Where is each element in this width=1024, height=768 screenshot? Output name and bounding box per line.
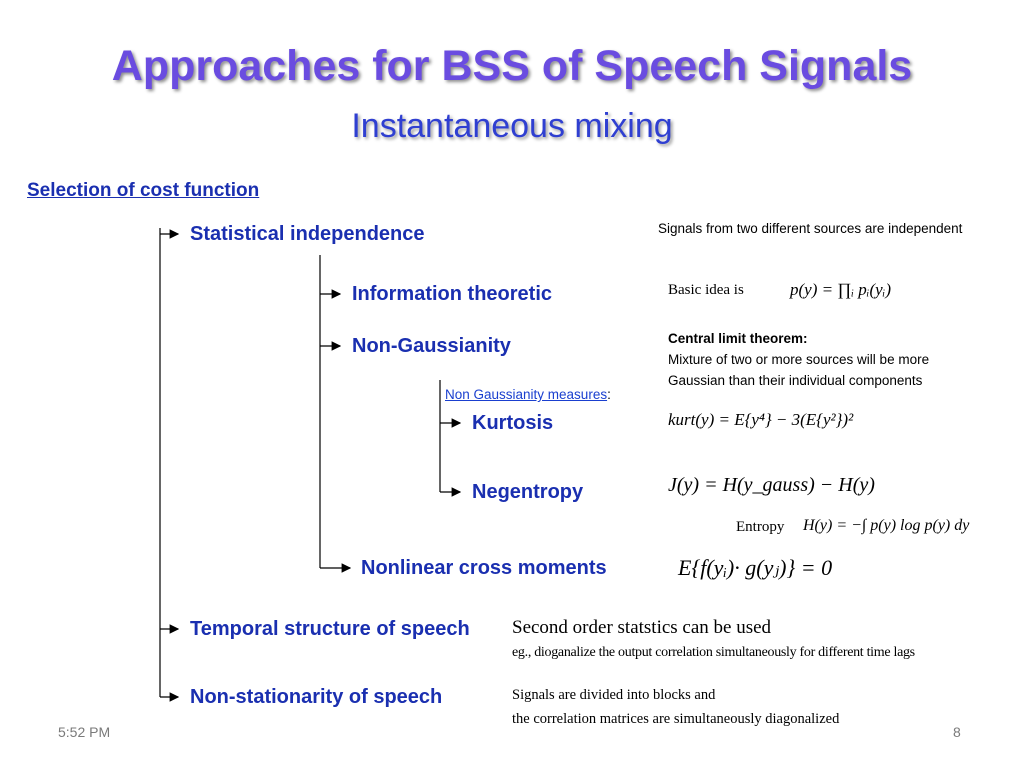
nonstat-note-1: Signals are divided into blocks and <box>512 687 716 703</box>
footer-page-number: 8 <box>953 724 961 740</box>
node-negentropy: Negentropy <box>472 481 584 503</box>
ng-measures-label: Non Gaussianity measures: <box>445 386 611 404</box>
section-heading[interactable]: Selection of cost function <box>27 180 260 201</box>
note-basic-idea: Basic idea is <box>668 282 744 298</box>
node-non-gaussianity: Non-Gaussianity <box>352 335 511 357</box>
node-non-stationarity: Non-stationarity of speech <box>190 686 443 708</box>
clt-title: Central limit theorem: <box>668 331 808 346</box>
footer-time: 5:52 PM <box>58 724 111 740</box>
clt-line-2: Gaussian than their individual component… <box>668 373 923 388</box>
node-information-theoretic: Information theoretic <box>352 283 553 305</box>
clt-line-1: Mixture of two or more sources will be m… <box>668 352 930 367</box>
node-nonlinear-cross-moments: Nonlinear cross moments <box>361 557 607 579</box>
node-statistical-independence: Statistical independence <box>190 223 425 245</box>
slide-subtitle: Instantaneous mixing <box>351 107 673 145</box>
formula-nonlinear: E{f(yᵢ)· g(yⱼ)} = 0 <box>678 555 833 580</box>
formula-negentropy: J(y) = H(y_gauss) − H(y) <box>668 474 875 496</box>
temporal-note-2: eg., dioganalize the output correlation … <box>512 645 915 660</box>
entropy-label: Entropy <box>736 519 785 535</box>
formula-kurtosis: kurt(y) = E{y⁴} − 3(E{y²})² <box>668 410 854 429</box>
temporal-note-1: Second order statstics can be used <box>512 617 772 638</box>
nonstat-note-2: the correlation matrices are simultaneou… <box>512 711 840 727</box>
formula-entropy: H(y) = −∫ p(y) log p(y) dy <box>803 517 970 534</box>
formula-product-density: p(y) = ∏ᵢ pᵢ(yᵢ) <box>790 280 892 299</box>
node-temporal-structure: Temporal structure of speech <box>190 618 470 640</box>
slide-title: Approaches for BSS of Speech Signals <box>111 42 913 90</box>
node-kurtosis: Kurtosis <box>472 412 554 434</box>
ng-measures-colon: : <box>607 387 611 402</box>
note-independent-sources: Signals from two different sources are i… <box>658 221 963 236</box>
ng-measures-link[interactable]: Non Gaussianity measures <box>445 387 608 402</box>
